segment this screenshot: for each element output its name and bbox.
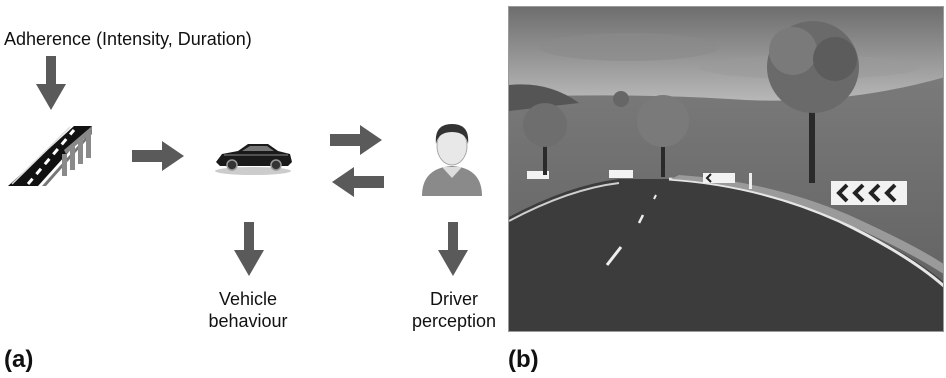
vehicle-behaviour-label: Vehicle behaviour [208,289,288,331]
driver-to-car-arrow [332,167,384,197]
simulator-scene-image [509,7,943,331]
car-down-arrow [234,222,264,276]
road-to-car-arrow [132,141,184,171]
driver-icon [422,124,482,196]
road-icon [8,126,92,186]
driver-down-arrow [438,222,468,276]
car-to-driver-arrow [330,125,382,155]
driver-perception-label: Driver perception [411,289,497,331]
panel-b-label: (b) [508,346,539,373]
driving-simulator-scene [508,6,944,332]
adherence-label: Adherence (Intensity, Duration) [4,29,252,49]
car-icon [215,144,292,175]
adherence-down-arrow [36,56,66,110]
panel-a-label: (a) [4,346,34,373]
